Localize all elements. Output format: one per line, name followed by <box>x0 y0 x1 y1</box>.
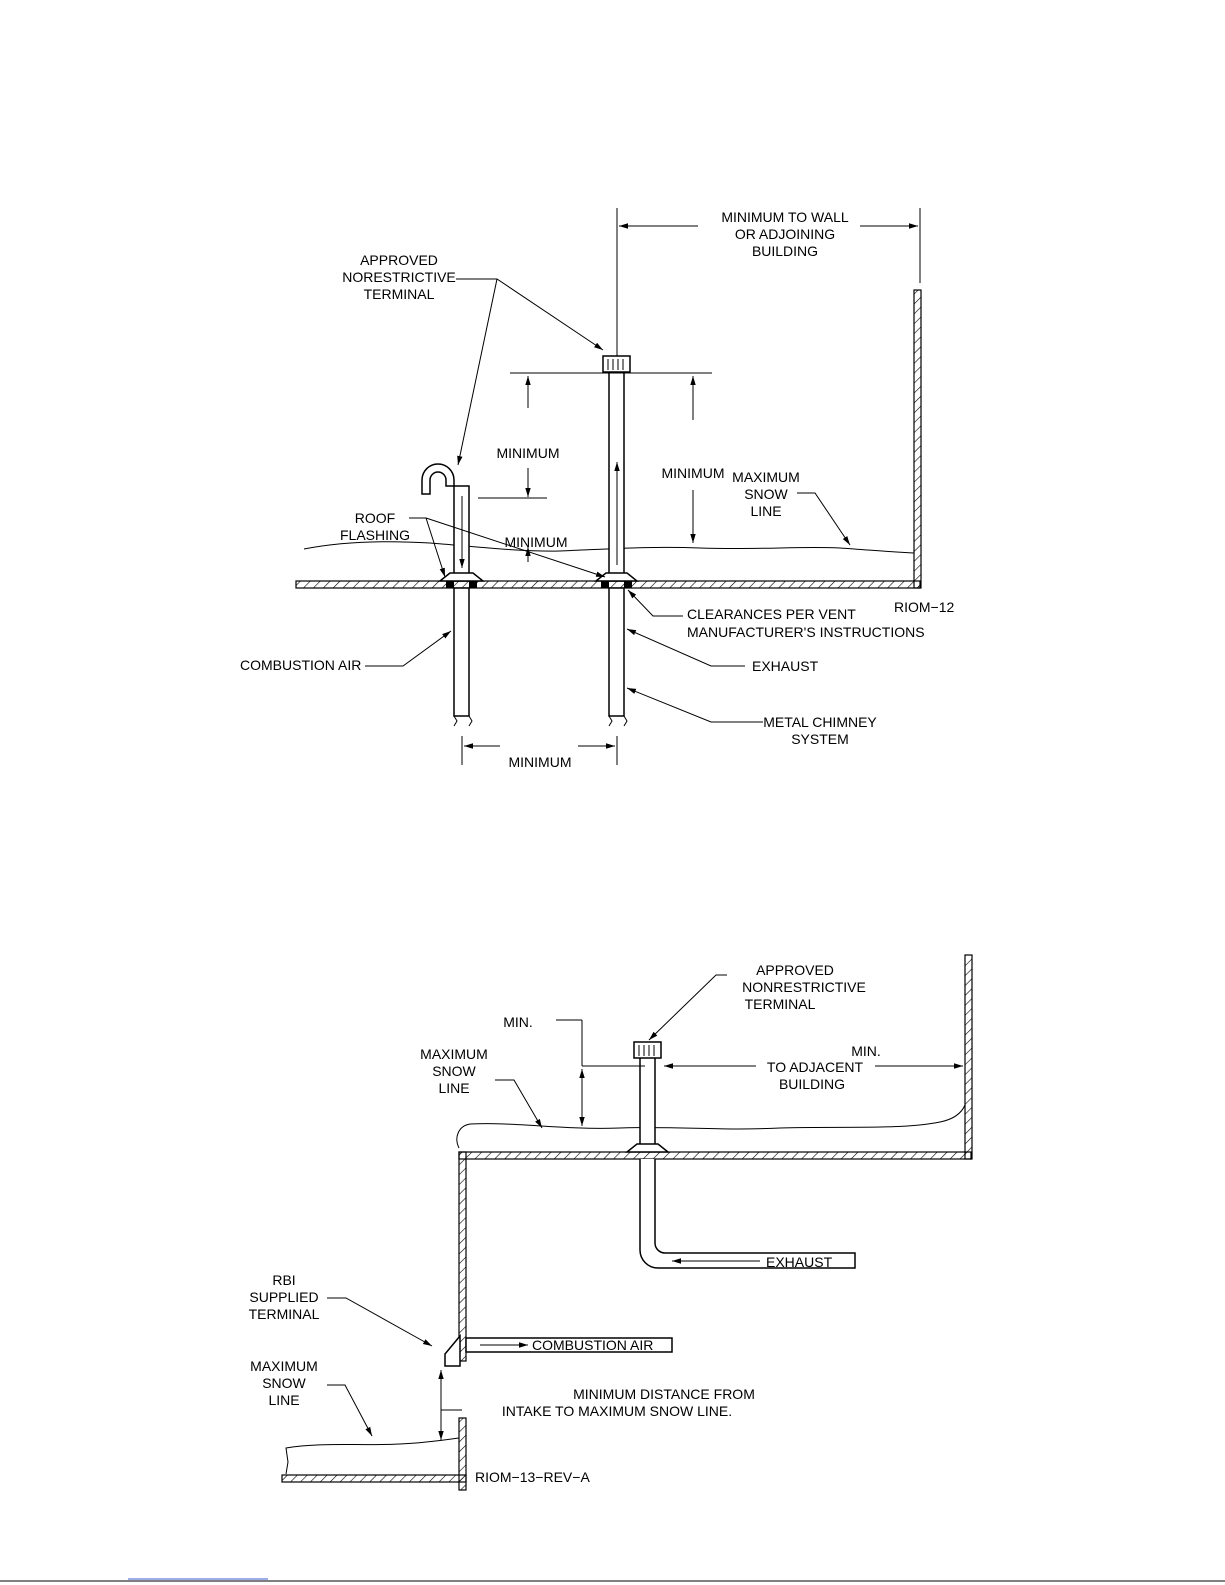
chimney-label-line1: METAL CHIMNEY <box>763 714 877 730</box>
minimum-snow-label: MINIMUM <box>505 534 568 550</box>
snow-label-line1: MAXIMUM <box>732 469 800 485</box>
snow-bottom-label-line3: LINE <box>268 1392 299 1408</box>
chimney-label-line2: SYSTEM <box>791 731 849 747</box>
roof-flashing-right <box>593 572 640 582</box>
exhaust-2-label: EXHAUST <box>766 1254 833 1270</box>
snow-label-line2: SNOW <box>744 486 788 502</box>
terminal-2-label-line1: APPROVED <box>756 962 834 978</box>
rbi-label-line1: RBI <box>272 1272 295 1288</box>
minimum-terminal-label: MINIMUM <box>497 445 560 461</box>
clearances-label-line2: MANUFACTURER'S INSTRUCTIONS <box>687 624 925 640</box>
flashing-label-line2: FLASHING <box>340 527 410 543</box>
terminal-2-label-line2: NONRESTRICTIVE <box>742 979 866 995</box>
adjacent-building-wall <box>964 954 973 1160</box>
snow-top-label-line2: SNOW <box>432 1063 476 1079</box>
adjacent-wall <box>913 289 922 589</box>
min-wall-label-line2: OR ADJOINING <box>735 226 835 242</box>
combustion-air-intake <box>444 1333 673 1367</box>
building-wall-upper <box>458 1151 467 1362</box>
upper-snow-line <box>456 1104 966 1149</box>
terminal-label-line2: NORESTRICTIVE <box>342 269 456 285</box>
combustion-air-2-label: COMBUSTION AIR <box>532 1337 653 1353</box>
rbi-label-line2: SUPPLIED <box>249 1289 318 1305</box>
combustion-air-pipe <box>421 463 473 727</box>
min-wall-label-line3: BUILDING <box>752 243 818 259</box>
flashing-label-line1: ROOF <box>355 510 395 526</box>
figure-2-sidewall-vent: APPROVED NONRESTRICTIVE TERMINAL MIN. MI… <box>249 954 973 1491</box>
flashing-seal-left <box>446 581 454 588</box>
min-distance-label-line2: INTAKE TO MAXIMUM SNOW LINE. <box>502 1403 732 1419</box>
min-label: MIN. <box>503 1014 533 1030</box>
minimum-exhaust-label: MINIMUM <box>662 465 725 481</box>
min-adjacent-label-line1: MIN. <box>851 1043 881 1059</box>
roof-flashing-left <box>437 572 486 582</box>
exhaust-pipe <box>602 355 631 727</box>
exhaust-label: EXHAUST <box>752 658 819 674</box>
leader-terminal-right <box>456 278 604 351</box>
min-wall-label-line1: MINIMUM TO WALL <box>721 209 849 225</box>
drawing-id-1: RIOM−12 <box>894 599 955 615</box>
min-adjacent-label-line2: TO ADJACENT <box>767 1059 864 1075</box>
snow-top-label-line1: MAXIMUM <box>420 1046 488 1062</box>
building-wall-lower <box>458 1417 467 1491</box>
exhaust-pipe-2 <box>624 1041 856 1269</box>
snow-bottom-label-line1: MAXIMUM <box>250 1358 318 1374</box>
min-distance-label-line1: MINIMUM DISTANCE FROM <box>573 1386 755 1402</box>
figure-1-vertical-vent: APPROVED NORESTRICTIVE TERMINAL MINIMUM … <box>240 208 955 770</box>
combustion-air-label: COMBUSTION AIR <box>240 657 361 673</box>
minimum-separation-label: MINIMUM <box>509 754 572 770</box>
min-adjacent-label-line3: BUILDING <box>779 1076 845 1092</box>
leader-terminal-left <box>457 278 498 466</box>
terminal-label-line3: TERMINAL <box>364 286 435 302</box>
drawing-id-2: RIOM−13−REV−A <box>475 1469 590 1485</box>
snow-top-label-line3: LINE <box>438 1080 469 1096</box>
upper-roof-slab <box>458 1151 972 1160</box>
clearances-label-line1: CLEARANCES PER VENT <box>687 606 856 622</box>
terminal-label-line1: APPROVED <box>360 252 438 268</box>
ground-slab <box>281 1474 467 1483</box>
snow-label-line3: LINE <box>750 503 781 519</box>
flashing-seal-right <box>601 581 609 588</box>
lower-snow-line <box>285 1437 460 1475</box>
snow-bottom-label-line2: SNOW <box>262 1375 306 1391</box>
terminal-2-label-line3: TERMINAL <box>745 996 816 1012</box>
rbi-label-line3: TERMINAL <box>249 1306 320 1322</box>
